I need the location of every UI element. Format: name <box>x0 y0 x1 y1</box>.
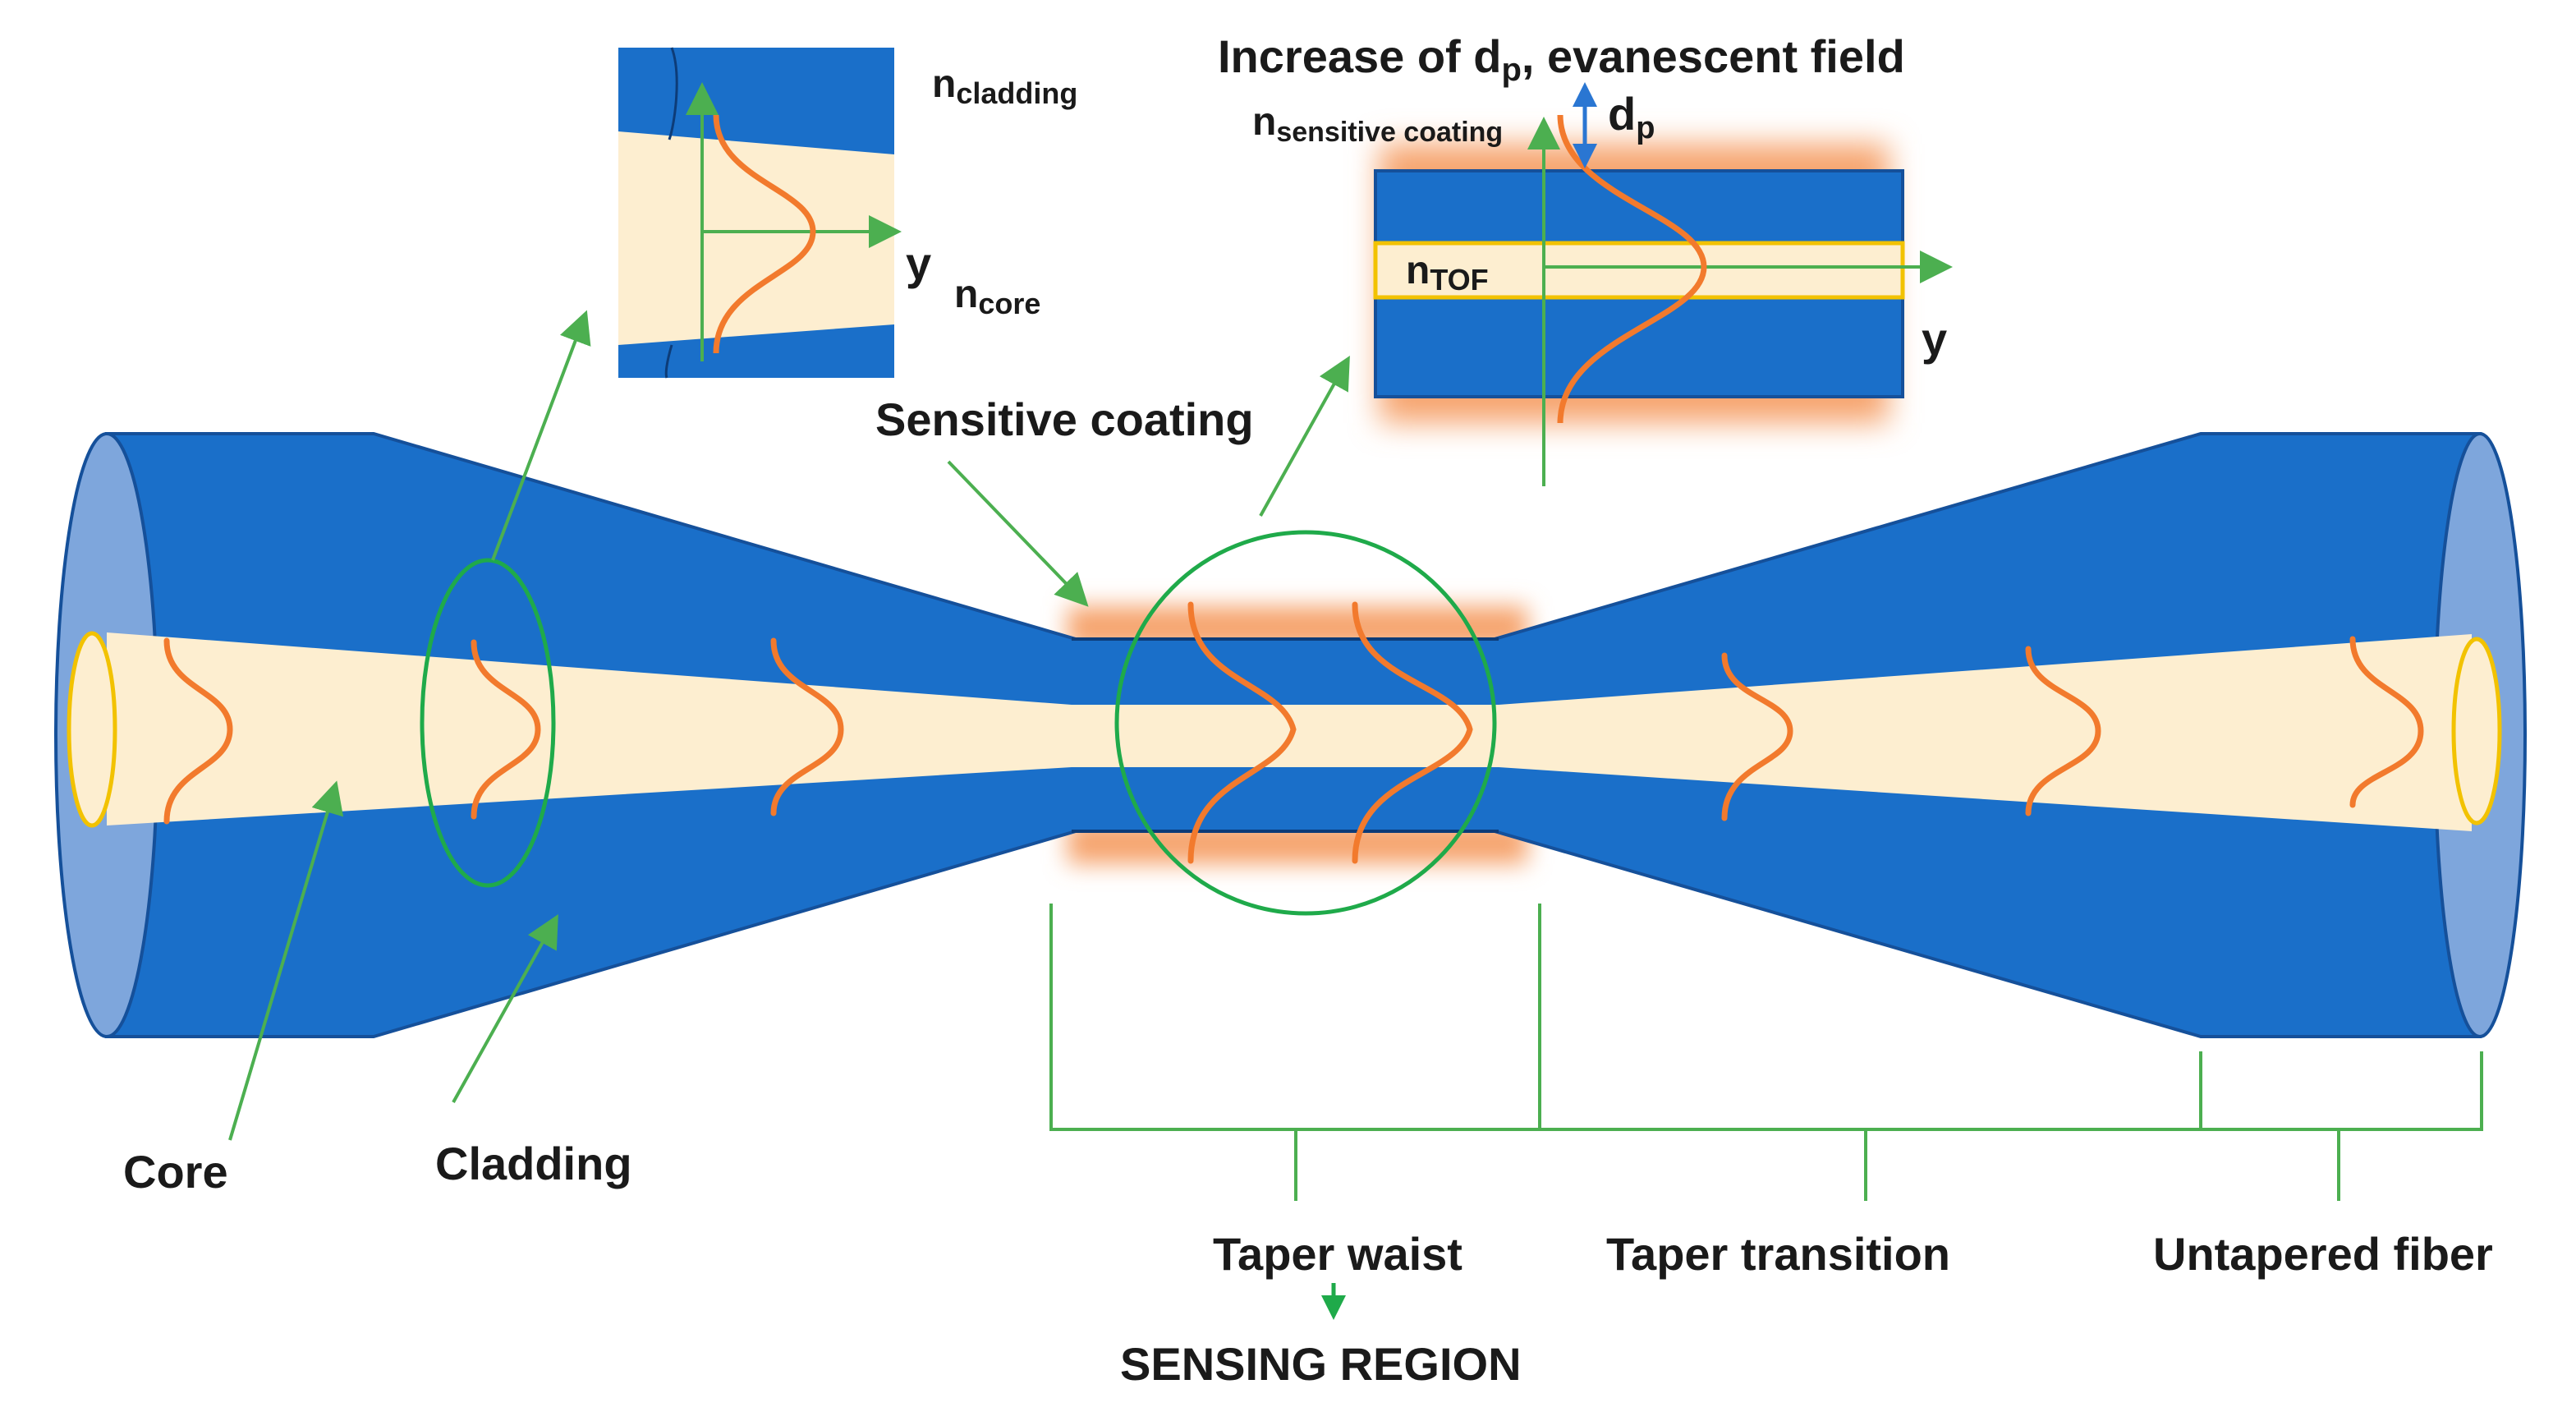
mode-curve <box>2349 636 2424 808</box>
mode-curve <box>1352 601 1473 864</box>
inset-right-axis-label: y <box>1922 313 1947 365</box>
n-sensitive-coating-label: nsensitive coating <box>1252 100 1503 148</box>
arrow-to-right-inset <box>1259 356 1350 517</box>
n-core-label: ncore <box>954 273 1040 320</box>
inset-left-axis-label: y <box>906 237 931 289</box>
core-shape <box>107 632 2472 831</box>
untapered-fiber-label: Untapered fiber <box>2153 1228 2493 1280</box>
arrow-core <box>228 780 344 1141</box>
left-core-end <box>67 631 117 828</box>
inset-left-mode-curve <box>713 114 816 354</box>
inset-right-mode-curve <box>1557 114 1707 424</box>
inset-right-core <box>1373 241 1905 300</box>
n-tof-label: nTOF <box>1406 249 1489 297</box>
arrow-cladding <box>452 914 558 1103</box>
mode-curve <box>1187 601 1297 864</box>
mode-curve <box>471 639 541 820</box>
cladding-label: Cladding <box>435 1138 632 1189</box>
right-core-end <box>2451 637 2502 825</box>
bracket-taper-transition <box>1540 1051 2202 1131</box>
n-cladding-label: ncladding <box>932 62 1077 110</box>
mode-curve <box>163 637 233 825</box>
arrow-sensitive-coating <box>947 460 1089 607</box>
annotation-arrows <box>228 310 1350 1141</box>
increase-title: Increase of dp, evanescent field <box>1218 30 1905 88</box>
taper-waist-label: Taper waist <box>1213 1228 1462 1280</box>
core-label: Core <box>123 1146 228 1198</box>
mode-curve <box>770 637 844 816</box>
mode-curve <box>1721 652 1793 821</box>
mode-profiles <box>163 601 2424 864</box>
arrow-to-left-inset <box>491 310 591 561</box>
dp-label: dp <box>1608 88 1655 145</box>
highlight-ellipse-waist <box>1114 530 1497 916</box>
bracket-taper-waist <box>1049 904 1541 1131</box>
mode-curve <box>2025 646 2101 816</box>
sensing-region-label: SENSING REGION <box>1120 1338 1522 1390</box>
inset-left-edge <box>664 47 678 379</box>
highlight-ellipse-left <box>420 558 556 888</box>
region-brackets <box>1049 904 2483 1201</box>
inset-left: y ncladding ncore <box>618 47 1077 379</box>
bracket-untapered <box>2201 1051 2483 1131</box>
inset-left-core <box>618 131 894 345</box>
inset-right: nTOF y nsensitive coating dp <box>1252 82 1953 486</box>
taper-transition-label: Taper transition <box>1606 1228 1950 1280</box>
sensitive-coating-label: Sensitive coating <box>875 393 1254 445</box>
